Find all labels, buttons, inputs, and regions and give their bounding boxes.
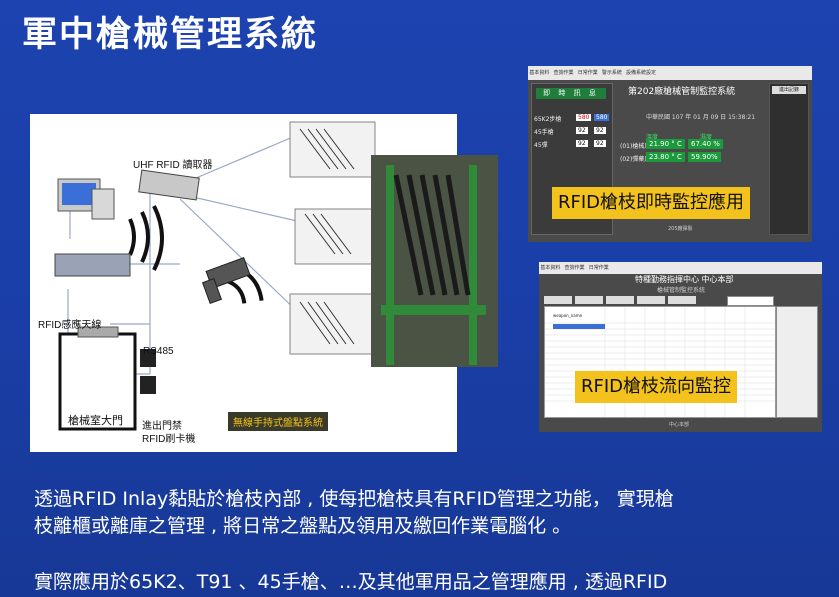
screen1-env2-hum: 59.90%	[688, 152, 721, 162]
screen2-tab-4[interactable]	[637, 296, 665, 304]
screen1-records-button[interactable]: 進出記錄	[772, 86, 806, 94]
screen1-row1-b: 580	[594, 114, 610, 121]
screen1-row1-label: 65K2步槍	[534, 116, 562, 123]
screen1-env1-label: (01)槍械庫	[620, 143, 651, 150]
reader-label: UHF RFID 讀取器	[133, 160, 213, 171]
screen2-tab-3[interactable]	[606, 296, 634, 304]
screen2-column-header: weapon_name	[553, 313, 583, 318]
access-label: 進出門禁	[142, 421, 182, 432]
gun-rack-photo	[371, 155, 498, 367]
screen1-hum-label: 濕度	[700, 134, 713, 141]
screen1-row2-a: 92	[576, 127, 588, 134]
callout-flow-monitor: RFID槍枝流向監控	[575, 371, 738, 403]
screen2-search-input[interactable]	[727, 296, 774, 306]
screen2-tab-2[interactable]	[575, 296, 603, 304]
gate-label: 槍械室大門	[68, 415, 123, 427]
diagram-lines	[54, 121, 381, 431]
screen1-row1-a: 580	[576, 114, 592, 121]
screen1-env2-temp: 23.80 ° C	[646, 152, 685, 162]
slide-title: 軍中槍械管理系統	[22, 15, 319, 55]
body-text-line-3: 實際應用於65K2、T91 、45手槍、…及其他軍用品之管理應用 , 透過RFI…	[34, 571, 668, 593]
screen1-row3-a: 92	[576, 140, 588, 147]
screen2-tab-1[interactable]	[544, 296, 572, 304]
screen1-system-title: 第202廠槍械管制監控系統	[628, 87, 736, 97]
screen2-sidebar	[776, 306, 818, 418]
screen1-menubar: 基本資料 查詢作業 日常作業 警示系統 設備系統設定	[528, 66, 812, 80]
screen1-env1-temp: 21.90 ° C	[646, 139, 685, 149]
rs485-label: RS485	[143, 346, 174, 357]
gun-rack-photo-art	[371, 155, 498, 367]
screen1-footer: 205廠彈製	[668, 226, 693, 232]
screen1-side-panel: 進出記錄	[769, 83, 809, 235]
callout-realtime-monitor: RFID槍枝即時監控應用	[552, 187, 751, 219]
screen1-row3-b: 92	[594, 140, 606, 147]
monitor-screenshot-2: 基本資料 查詢作業 日常作業 特種勤務指揮中心 中心本部 槍械管制監控系統 we…	[539, 262, 822, 432]
screen2-menubar: 基本資料 查詢作業 日常作業	[539, 262, 822, 274]
screen1-datetime: 中華民國 107 年 01 月 09 日 15:38:21	[646, 114, 756, 121]
screen1-temp-label: 溫度	[646, 134, 659, 141]
card-reader-label: RFID刷卡機	[142, 434, 196, 445]
screen2-footer: 中心本部	[669, 422, 690, 428]
handheld-label: 無線手持式盤點系統	[228, 412, 328, 431]
antenna-label: RFID感應天線	[38, 320, 102, 331]
screen1-env2-label: (02)彈藥庫	[620, 156, 651, 163]
body-text-line-1: 透過RFID Inlay黏貼於槍枝內部 , 使每把槍枝具有RFID管理之功能， …	[34, 488, 674, 510]
screen1-env1-hum: 67.40 %	[688, 139, 723, 149]
screen1-row2-b: 92	[594, 127, 606, 134]
screen2-title: 特種勤務指揮中心 中心本部	[635, 275, 734, 284]
body-text-line-2: 枝離櫃或離庫之管理 , 將日常之盤點及領用及繳回作業電腦化 。	[34, 515, 572, 537]
screen2-subtitle: 槍械管制監控系統	[657, 287, 706, 294]
screen1-row3-label: 45彈	[534, 142, 548, 149]
screen2-tab-5[interactable]	[668, 296, 696, 304]
screen1-info-header: 即 時 訊 息	[536, 88, 606, 99]
screen1-row2-label: 45手槍	[534, 129, 554, 136]
